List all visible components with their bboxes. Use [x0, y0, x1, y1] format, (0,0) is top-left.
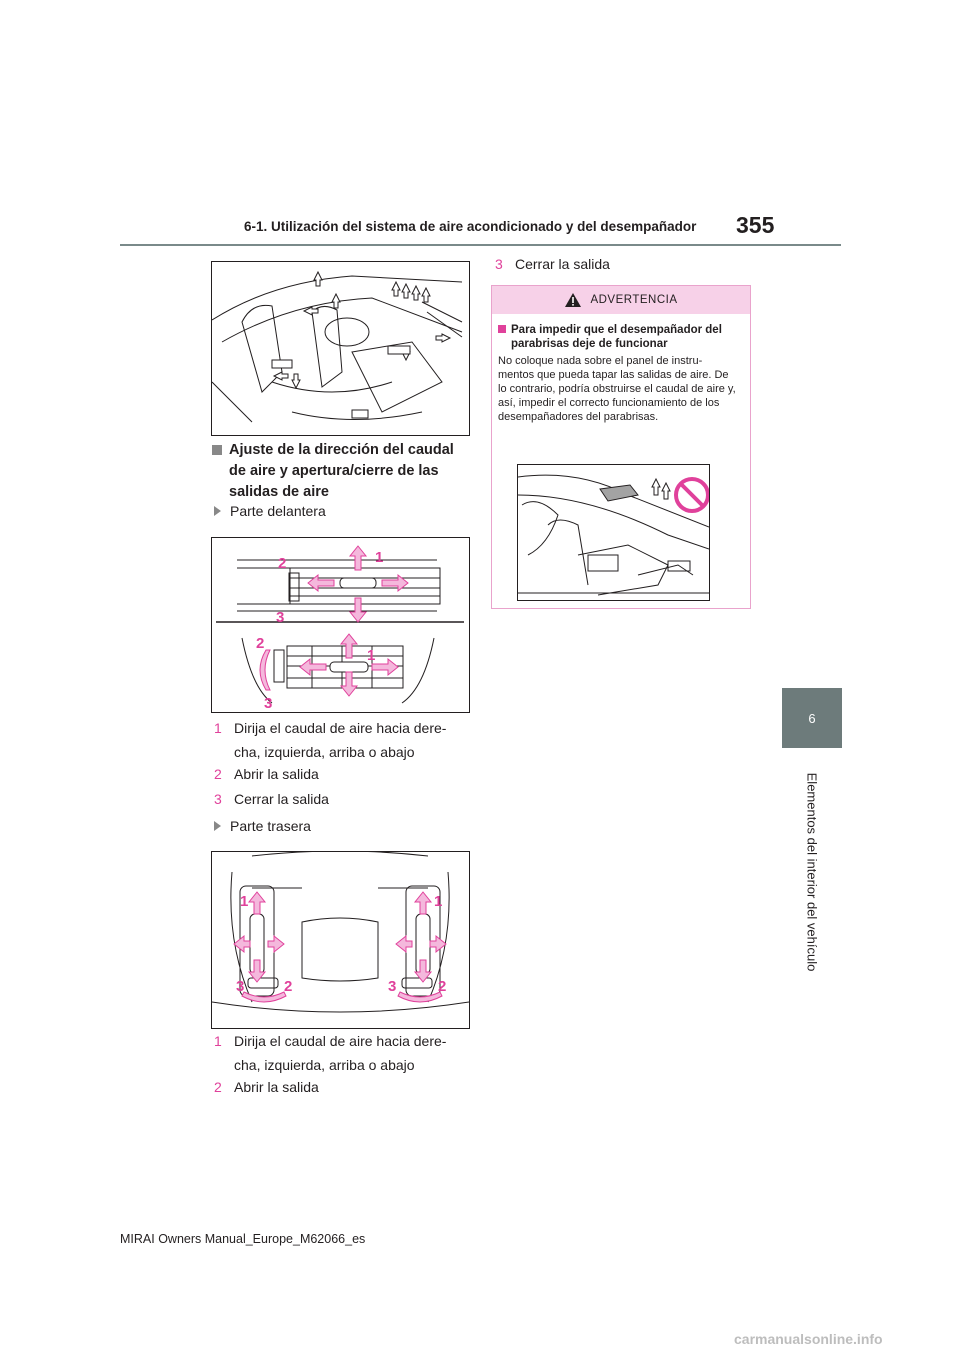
- rear-label: Parte trasera: [214, 818, 311, 834]
- front-label: Parte delantera: [214, 503, 326, 519]
- rear-vents-figure: 1 1 3 2 3 2: [211, 851, 470, 1029]
- section-heading: Ajuste de la dirección del caudal de air…: [212, 440, 472, 503]
- watermark-logo: carmanualsonline.info: [734, 1331, 883, 1347]
- dashboard-vents-figure: [211, 261, 470, 436]
- chapter-side-label: Elementos del interior del vehículo: [770, 760, 854, 984]
- section-title: 6-1. Utilización del sistema de aire aco…: [244, 219, 697, 234]
- front-callout-1: 1: [375, 549, 383, 566]
- front-step-2: 2 Abrir la salida: [214, 766, 319, 782]
- warning-triangle-icon: [565, 293, 582, 307]
- rear-step-2: 2 Abrir la salida: [214, 1079, 319, 1095]
- warning-body: No coloque nada sobre el panel de instru…: [498, 355, 736, 423]
- rear-callout-1-left: 1: [240, 893, 248, 910]
- triangle-bullet-icon: [214, 506, 221, 516]
- rear-callout-3-right: 3: [388, 978, 396, 995]
- footer-manual-id: MIRAI Owners Manual_Europe_M62066_es: [120, 1232, 366, 1246]
- chapter-number: 6: [808, 710, 816, 726]
- front-callout-3b: 3: [264, 695, 272, 712]
- rear-step-1: 1 Dirija el caudal de aire hacia dere-ch…: [214, 1033, 447, 1073]
- front-callout-3: 3: [276, 609, 284, 626]
- pink-square-icon: [498, 325, 506, 333]
- front-callout-2: 2: [278, 555, 286, 572]
- rear-callout-1-right: 1: [434, 893, 442, 910]
- front-callout-2b: 2: [256, 635, 264, 652]
- warning-header: ADVERTENCIA: [492, 286, 750, 314]
- windshield-obstruction-figure: [517, 464, 710, 601]
- header-rule: [120, 244, 841, 246]
- prohibited-icon: [674, 477, 709, 513]
- front-vents-figure: 1 2 3 1 2 3: [211, 537, 470, 713]
- front-step-3: 3 Cerrar la salida: [214, 791, 329, 807]
- heading-square-icon: [212, 445, 222, 455]
- warning-title: ADVERTENCIA: [590, 294, 678, 306]
- page-number: 355: [736, 212, 775, 238]
- chapter-tab[interactable]: 6: [782, 688, 842, 748]
- front-callout-1b: 1: [367, 647, 375, 664]
- triangle-bullet-icon: [214, 821, 221, 831]
- warning-subheading: Para impedir que el desempañador del par…: [498, 323, 744, 351]
- chapter-title: Elementos del interior del vehículo: [804, 772, 820, 972]
- warning-box: ADVERTENCIA Para impedir que el desempañ…: [491, 285, 751, 609]
- rear-callout-2-right: 2: [438, 978, 446, 995]
- front-step-1: 1 Dirija el caudal de aire hacia dere-ch…: [214, 720, 447, 760]
- rear-callout-2-left: 2: [284, 978, 292, 995]
- rear-callout-3-left: 3: [236, 978, 244, 995]
- continued-step-3: 3 Cerrar la salida: [495, 256, 610, 272]
